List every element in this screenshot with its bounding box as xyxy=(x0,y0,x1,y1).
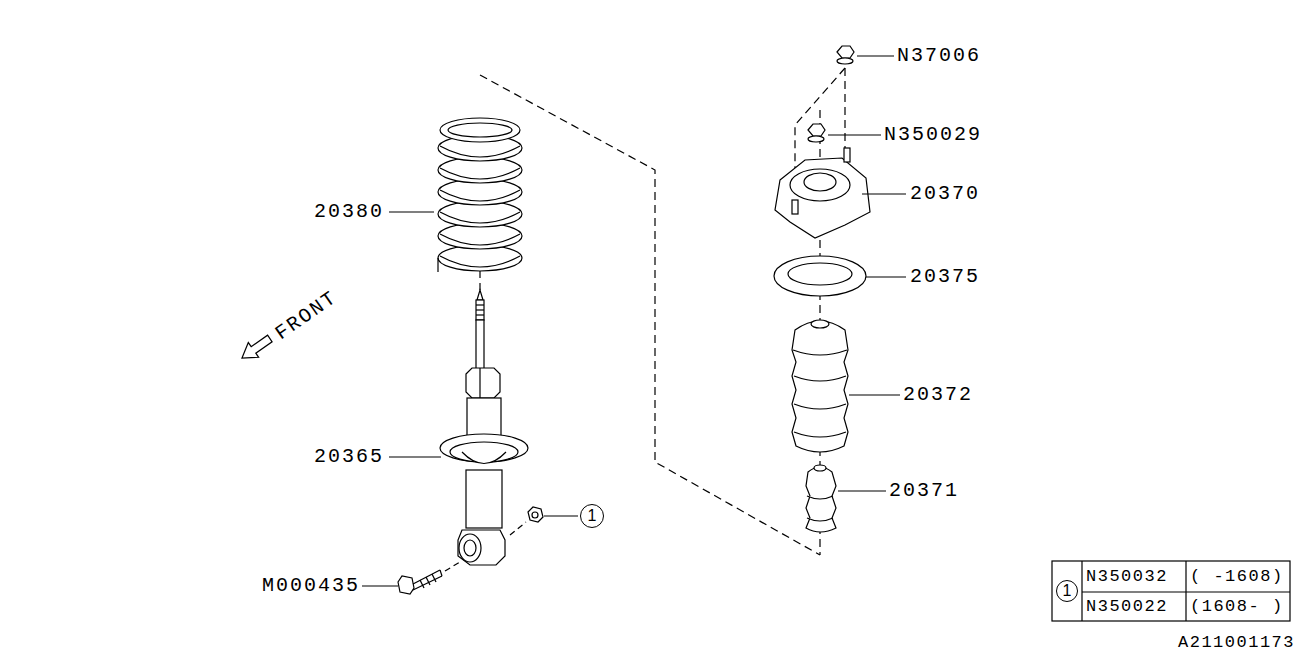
table-cell: (1608- ) xyxy=(1190,595,1284,619)
callout-number: 1 xyxy=(588,508,597,524)
coil-spring-inner xyxy=(438,146,520,272)
shock-absorber xyxy=(440,290,528,565)
part-number: M000435 xyxy=(262,574,360,598)
diagram-code: A211001173 xyxy=(1178,631,1295,653)
part-number: N37006 xyxy=(897,44,981,68)
part-number: 20371 xyxy=(889,479,959,503)
callout-number: 1 xyxy=(1063,583,1072,599)
table-cell: N350022 xyxy=(1086,595,1168,619)
front-arrow xyxy=(242,335,272,358)
part-number: 20375 xyxy=(910,265,980,289)
table-cell: N350032 xyxy=(1086,565,1168,589)
table-cell: ( -1608) xyxy=(1190,565,1284,589)
callout-circle: 1 xyxy=(580,504,604,528)
part-number: 20370 xyxy=(910,182,980,206)
table-grid xyxy=(1052,561,1290,621)
callout-circle: 1 xyxy=(1056,580,1078,602)
bump-stop xyxy=(806,465,836,532)
strut-mount xyxy=(775,148,870,238)
assembly-line xyxy=(480,68,845,555)
part-number: 20372 xyxy=(903,383,973,407)
nut xyxy=(808,46,854,142)
part-number: 20380 xyxy=(314,200,384,224)
bolt xyxy=(398,570,442,594)
part-number: 20365 xyxy=(314,445,384,469)
part-number: N350029 xyxy=(884,123,982,147)
flange-nut xyxy=(528,507,543,522)
spring-seat xyxy=(774,256,866,296)
direction-label: FRONT xyxy=(271,286,342,346)
dust-boot xyxy=(792,320,848,452)
coil-spring xyxy=(438,118,522,271)
leader-line xyxy=(362,56,906,586)
